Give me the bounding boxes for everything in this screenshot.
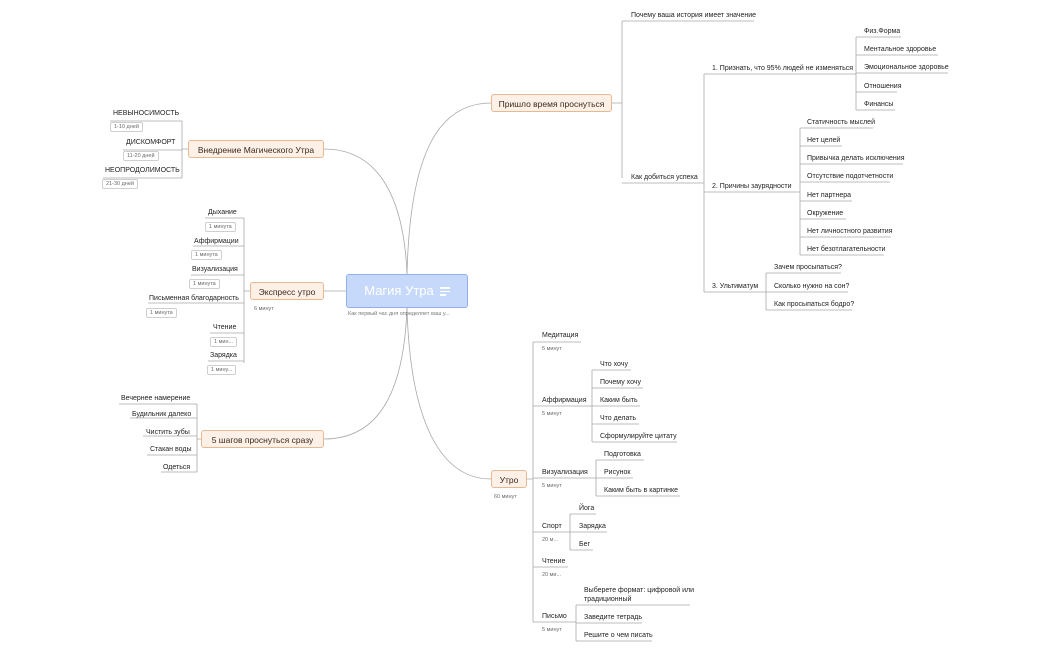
node-affirmation[interactable]: Аффирмация bbox=[542, 397, 587, 404]
express-item[interactable]: Письменная благодарность bbox=[149, 295, 239, 302]
affirmation-item[interactable]: Сформулируйте цитату bbox=[600, 433, 677, 440]
express-note: 1 мин... bbox=[210, 337, 238, 347]
reading-note: 20 ми... bbox=[542, 571, 562, 579]
five-step-item[interactable]: Чистить зубы bbox=[146, 429, 190, 436]
stage-note: 11-20 дней bbox=[123, 151, 159, 161]
topic-morning[interactable]: Утро bbox=[491, 470, 527, 488]
express-note: 1 мину... bbox=[207, 365, 237, 375]
admit-item[interactable]: Физ.Форма bbox=[864, 28, 901, 35]
express-item[interactable]: Чтение bbox=[213, 324, 237, 331]
five-step-item[interactable]: Стакан воды bbox=[150, 446, 192, 453]
node-causes[interactable]: 2. Причины заурядности bbox=[712, 183, 792, 190]
visualization-item[interactable]: Каким быть в картинке bbox=[604, 487, 679, 494]
affirmation-note: 5 минут bbox=[542, 410, 562, 418]
stage-note: 1-10 дней bbox=[110, 122, 143, 132]
express-item[interactable]: Аффирмации bbox=[194, 238, 239, 245]
five-step-item[interactable]: Будильник далеко bbox=[132, 411, 192, 418]
cause-item[interactable]: Окружение bbox=[807, 210, 844, 217]
express-item[interactable]: Дыхание bbox=[208, 209, 237, 216]
stage-note: 21-30 дней bbox=[102, 179, 138, 189]
node-why-story[interactable]: Почему ваша история имеет значение bbox=[631, 12, 757, 19]
five-step-item[interactable]: Вечернее намерение bbox=[121, 395, 191, 402]
sport-note: 20 м... bbox=[542, 536, 559, 544]
cause-item[interactable]: Привычка делать исключения bbox=[807, 155, 905, 162]
stage-label[interactable]: НЕОПРОДОЛИМОСТЬ bbox=[105, 167, 180, 174]
node-reading[interactable]: Чтение bbox=[542, 558, 566, 565]
ultimatum-item[interactable]: Как просыпаться бодро? bbox=[774, 301, 855, 308]
branch-morning-connector bbox=[406, 307, 492, 480]
writing-item[interactable]: Заведите тетрадь bbox=[584, 614, 642, 621]
admit-item[interactable]: Отношения bbox=[864, 83, 902, 90]
node-admit[interactable]: 1. Признать, что 95% людей не изменяться bbox=[712, 65, 854, 72]
sport-item[interactable]: Зарядка bbox=[579, 523, 606, 530]
branch-implement-connector bbox=[323, 148, 408, 275]
cause-item[interactable]: Отсутствие подотчетности bbox=[807, 173, 894, 180]
node-ultimatum[interactable]: 3. Ультиматум bbox=[712, 283, 759, 290]
central-topic[interactable]: Магия Утра bbox=[346, 274, 468, 308]
express-duration-note: 6 минут bbox=[254, 305, 274, 313]
writing-item[interactable]: Решите о чем писать bbox=[584, 632, 653, 639]
cause-item[interactable]: Нет целей bbox=[807, 137, 841, 144]
writing-item[interactable]: Выберете формат: цифровой или традиционн… bbox=[584, 587, 694, 603]
branch-five-connector bbox=[323, 307, 408, 440]
notes-icon[interactable] bbox=[439, 285, 450, 298]
meditation-note: 5 минут bbox=[542, 345, 562, 353]
affirmation-item[interactable]: Что хочу bbox=[600, 361, 628, 368]
sport-item[interactable]: Йога bbox=[579, 505, 595, 512]
node-how-success[interactable]: Как добиться успеха bbox=[631, 174, 698, 181]
stage-label[interactable]: ДИСКОМФОРТ bbox=[126, 139, 176, 146]
affirmation-item[interactable]: Каким быть bbox=[600, 397, 638, 404]
stage-label[interactable]: НЕВЫНОСИМОСТЬ bbox=[113, 110, 180, 117]
admit-item[interactable]: Финансы bbox=[864, 101, 894, 108]
topic-implementation[interactable]: Внедрение Магического Утра bbox=[188, 140, 324, 158]
express-item[interactable]: Зарядка bbox=[210, 352, 237, 359]
topic-wake-up[interactable]: Пришло время проснуться bbox=[491, 94, 612, 112]
visualization-item[interactable]: Рисунок bbox=[604, 469, 631, 476]
admit-item[interactable]: Ментальное здоровье bbox=[864, 46, 937, 53]
affirmation-item[interactable]: Что делать bbox=[600, 415, 637, 422]
cause-item[interactable]: Нет партнера bbox=[807, 192, 852, 199]
topic-express-morning[interactable]: Экспресс утро bbox=[250, 282, 324, 300]
node-writing[interactable]: Письмо bbox=[542, 613, 567, 620]
admit-item[interactable]: Эмоциональное здоровье bbox=[864, 64, 949, 71]
cause-item[interactable]: Нет личностного развития bbox=[807, 228, 893, 235]
express-note: 1 минута bbox=[189, 279, 220, 289]
branch-wake-connector bbox=[406, 102, 492, 275]
express-item[interactable]: Визуализация bbox=[192, 266, 238, 273]
morning-duration-note: 60 минут bbox=[494, 493, 517, 501]
node-visualization[interactable]: Визуализация bbox=[542, 469, 588, 476]
visualization-note: 5 минут bbox=[542, 482, 562, 490]
topic-five-steps[interactable]: 5 шагов проснуться сразу bbox=[201, 430, 324, 448]
central-topic-title: Магия Утра bbox=[364, 283, 434, 298]
express-note: 1 минута bbox=[205, 222, 236, 232]
ultimatum-item[interactable]: Зачем просыпаться? bbox=[774, 264, 842, 271]
sport-item[interactable]: Бег bbox=[579, 541, 591, 548]
writing-note: 5 минут bbox=[542, 626, 562, 634]
cause-item[interactable]: Статичность мыслей bbox=[807, 119, 875, 126]
express-note: 1 минута bbox=[146, 308, 177, 318]
central-topic-subtitle: Как первый час дня определяет ваш у... bbox=[348, 311, 450, 317]
node-sport[interactable]: Спорт bbox=[542, 523, 562, 530]
node-meditation[interactable]: Медитация bbox=[542, 332, 579, 339]
five-step-item[interactable]: Одеться bbox=[163, 464, 191, 471]
affirmation-item[interactable]: Почему хочу bbox=[600, 379, 641, 386]
cause-item[interactable]: Нет безотлагательности bbox=[807, 246, 886, 253]
visualization-item[interactable]: Подготовка bbox=[604, 451, 641, 458]
ultimatum-item[interactable]: Сколько нужно на сон? bbox=[774, 283, 850, 290]
express-note: 1 минута bbox=[191, 250, 222, 260]
